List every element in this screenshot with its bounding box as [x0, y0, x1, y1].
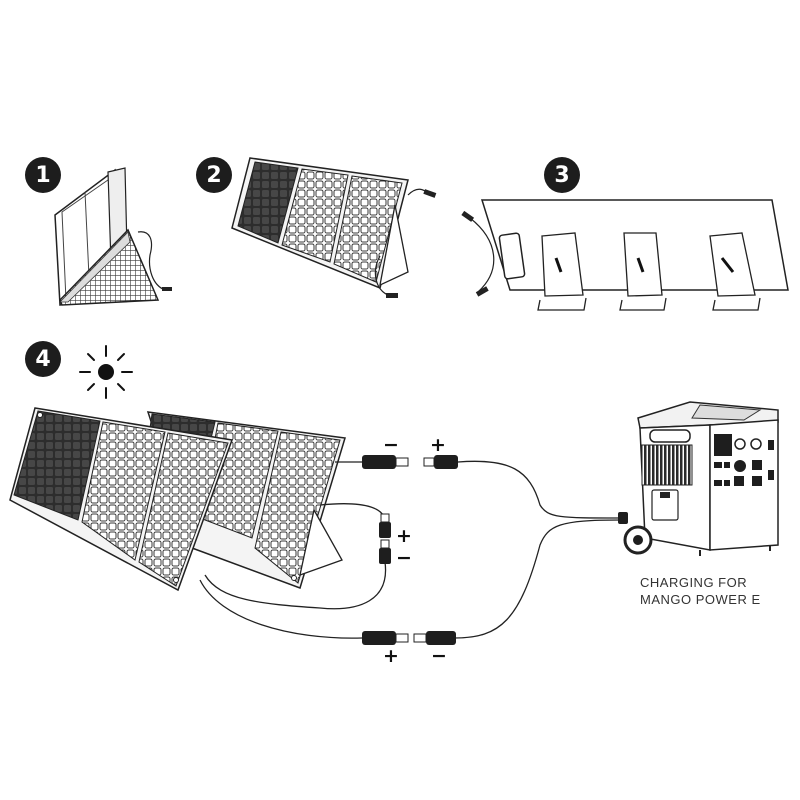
connector-bottom-male: [413, 631, 456, 645]
polarity-minus-top-left: −: [383, 434, 399, 456]
step-badge-2: 2: [196, 157, 232, 193]
connector-top-female: [362, 455, 409, 469]
solar-panel-front: [9, 407, 234, 592]
step-number: 4: [35, 346, 51, 372]
unfolded-panel-icon: [231, 157, 437, 298]
caption-line-2: MANGO POWER E: [640, 592, 761, 607]
step-badge-3: 3: [544, 157, 580, 193]
caption: CHARGING FOR MANGO POWER E: [640, 574, 790, 608]
power-station-icon: [618, 401, 779, 556]
connector-top-male: [423, 455, 458, 469]
step-number: 1: [35, 162, 51, 188]
folded-panel-icon: [54, 167, 172, 306]
step-badge-4: 4: [25, 341, 61, 377]
polarity-plus-middle: +: [396, 525, 412, 547]
step-number: 2: [206, 162, 222, 188]
connector-mid-upper: [379, 513, 391, 538]
polarity-plus-bottom-left: +: [383, 645, 399, 667]
connector-mid-lower: [379, 539, 391, 564]
polarity-minus-bottom-right: −: [431, 645, 447, 667]
caption-line-1: CHARGING FOR: [640, 575, 748, 590]
panel-back-view-icon: [461, 199, 789, 311]
sun-icon: [79, 345, 133, 399]
polarity-minus-middle: −: [396, 547, 412, 569]
step-badge-1: 1: [25, 157, 61, 193]
mc4-connector-icon: [362, 455, 458, 645]
polarity-plus-top-right: +: [430, 434, 446, 456]
step-number: 3: [554, 162, 570, 188]
connector-bottom-female: [362, 631, 409, 645]
